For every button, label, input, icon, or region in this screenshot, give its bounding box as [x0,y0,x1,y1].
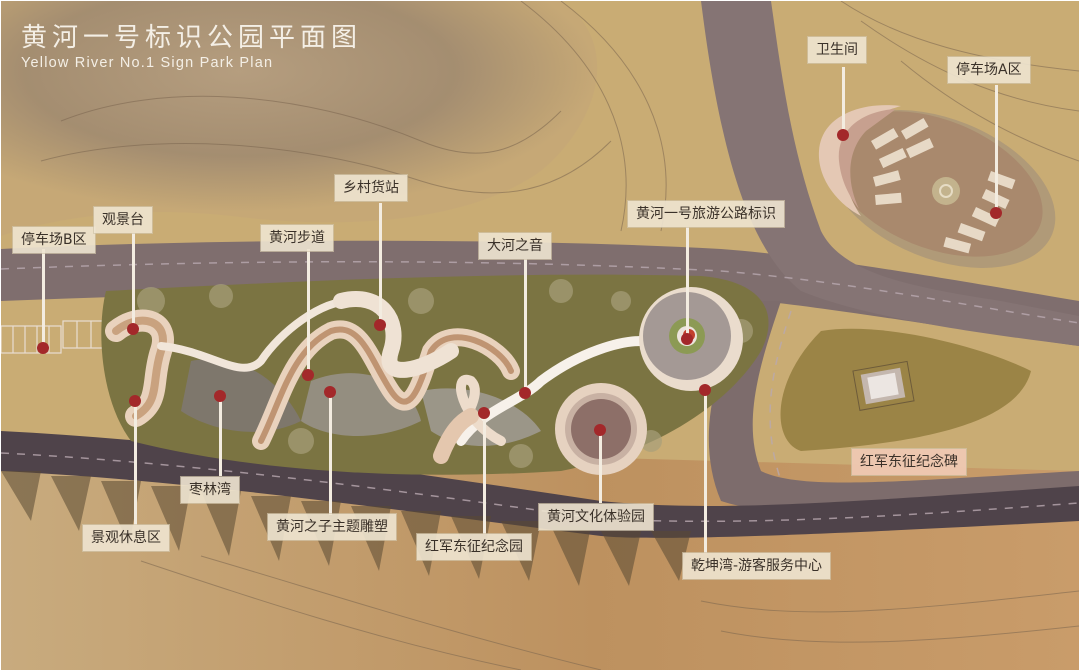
map-pin-icon[interactable] [37,342,49,354]
title-english: Yellow River No.1 Sign Park Plan [21,55,274,71]
map-pin-icon[interactable] [519,387,531,399]
label-visitor-center[interactable]: 乾坤湾-游客服务中心 [683,553,831,579]
map-pin-icon[interactable] [478,407,490,419]
map-pin-icon[interactable] [324,386,336,398]
map-pin-icon[interactable] [699,384,711,396]
map-pin-icon[interactable] [837,129,849,141]
label-yellow-river-trail[interactable]: 黄河步道 [261,225,333,251]
map-pin-icon[interactable] [302,369,314,381]
leader-line [329,393,332,515]
map-pin-icon[interactable] [594,424,606,436]
leader-line [219,398,222,476]
leader-line [842,67,845,133]
label-rest-area[interactable]: 景观休息区 [83,525,169,551]
leader-line [483,414,486,534]
map-pin-icon[interactable] [374,319,386,331]
label-red-army-garden[interactable]: 红军东征纪念园 [417,534,531,560]
label-restroom[interactable]: 卫生间 [808,37,866,63]
leader-line [686,227,689,337]
leader-line [132,233,135,327]
leader-line [379,203,382,323]
leader-line [995,85,998,211]
label-jujube-bay[interactable]: 枣林湾 [181,477,239,503]
leader-line [307,249,310,373]
map-pin-icon[interactable] [681,333,693,345]
label-parking-a[interactable]: 停车场A区 [948,57,1030,83]
title-chinese: 黄河一号标识公园平面图 [21,23,363,53]
map-pin-icon[interactable] [214,390,226,402]
label-parking-b[interactable]: 停车场B区 [13,227,95,253]
leader-line [704,391,707,553]
leader-line [134,403,137,525]
map-title: 黄河一号标识公园平面图 Yellow River No.1 Sign Park … [21,23,362,71]
label-culture-park[interactable]: 黄河文化体验园 [539,504,653,530]
label-son-sculpture[interactable]: 黄河之子主题雕塑 [268,514,396,540]
map-pin-icon[interactable] [129,395,141,407]
label-village-station[interactable]: 乡村货站 [335,175,407,201]
leader-line [524,259,527,391]
label-river-sound[interactable]: 大河之音 [479,233,551,259]
leader-line [42,249,45,347]
label-red-army-monument[interactable]: 红军东征纪念碑 [852,449,966,475]
leader-line [599,431,602,503]
label-highway-sign[interactable]: 黄河一号旅游公路标识 [628,201,784,227]
map-pin-icon[interactable] [127,323,139,335]
map-pin-icon[interactable] [990,207,1002,219]
label-viewing-deck[interactable]: 观景台 [94,207,152,233]
